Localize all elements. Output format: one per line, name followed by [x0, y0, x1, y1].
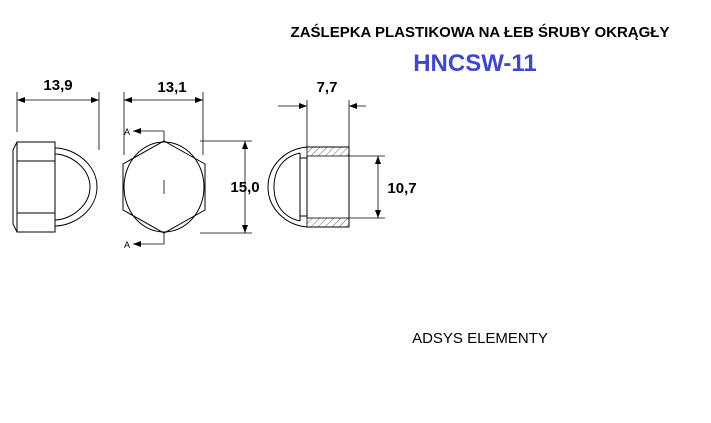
side-view-width-label: 13,9 — [43, 77, 72, 94]
section-view: 7,7 10,7 — [267, 79, 417, 228]
section-marker-bottom: A — [124, 240, 130, 250]
company-name: ADSYS ELEMENTY — [412, 330, 548, 347]
front-view-width-label: 13,1 — [157, 79, 186, 96]
drawing-title: ZAŚLEPKA PLASTIKOWA NA ŁEB ŚRUBY OKRĄGŁY — [290, 24, 670, 41]
front-view: 13,1 A A 15,0 — [122, 79, 260, 250]
section-view-width-label: 7,7 — [317, 79, 338, 96]
section-marker-top: A — [124, 127, 130, 137]
section-view-height-label: 10,7 — [387, 180, 416, 197]
front-view-height-label: 15,0 — [230, 179, 259, 196]
side-view: 13,9 — [12, 77, 100, 233]
product-code: HNCSW-11 — [413, 50, 537, 77]
